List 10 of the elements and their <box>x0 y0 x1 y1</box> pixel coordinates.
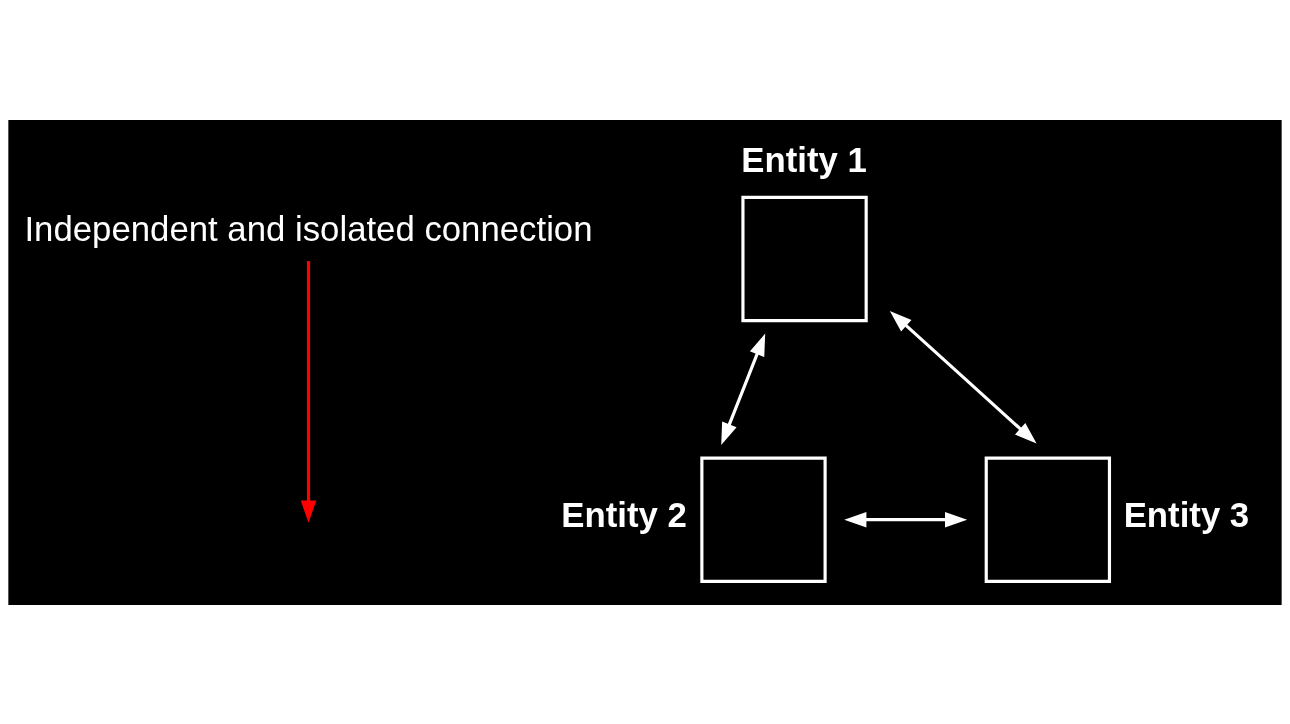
node-label: Entity 3 <box>1123 495 1250 534</box>
node-box <box>984 456 1112 583</box>
node-box <box>700 456 827 583</box>
node-label: Entity 1 <box>741 140 867 178</box>
arrow <box>721 333 766 445</box>
arrow <box>844 511 968 527</box>
arrow <box>889 310 1037 444</box>
node-box <box>741 195 868 322</box>
node-label: Entity 2 <box>561 495 687 534</box>
node-text: Independent and isolated connection <box>24 209 593 248</box>
